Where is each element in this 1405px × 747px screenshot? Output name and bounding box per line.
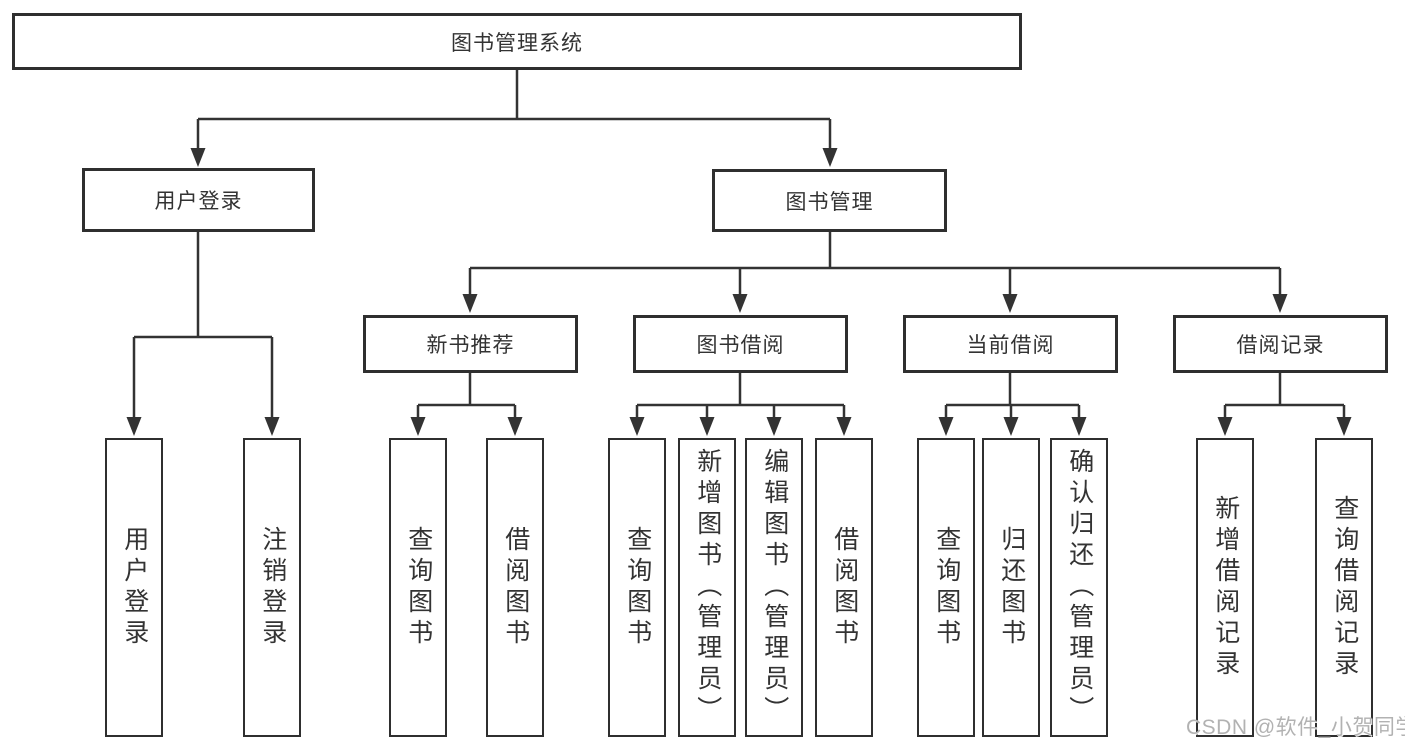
node-book-borrowing: 图书借阅	[633, 315, 848, 373]
node-label: 查询图书	[932, 525, 961, 650]
node-logout: 注销登录	[243, 438, 301, 737]
node-borrow-books: 借阅图书	[815, 438, 873, 737]
node-label: 注销登录	[258, 525, 287, 650]
arrowhead-icon	[1002, 294, 1018, 313]
arrowhead-icon	[1217, 417, 1233, 436]
arrowhead-icon	[126, 417, 142, 436]
node-library-management-system: 图书管理系统	[12, 13, 1022, 70]
node-return-books: 归还图书	[982, 438, 1040, 737]
node-new-book-recommendation: 新书推荐	[363, 315, 578, 373]
node-label: 归还图书	[997, 525, 1026, 650]
node-label: 编辑图书（管理员）	[760, 448, 789, 727]
arrowhead-icon	[938, 417, 954, 436]
csdn-watermark: CSDN @软件_小贺同学	[1186, 716, 1405, 739]
arrowhead-icon	[1272, 294, 1288, 313]
arrowhead-icon	[1003, 417, 1019, 436]
arrowhead-icon	[766, 417, 782, 436]
arrowheads	[126, 148, 1352, 436]
node-book-management: 图书管理	[712, 169, 947, 232]
arrowhead-icon	[836, 417, 852, 436]
node-label: 查询借阅记录	[1330, 494, 1359, 681]
connector-path	[132, 70, 1346, 420]
node-user-login: 用户登录	[105, 438, 163, 737]
node-label: 查询图书	[404, 525, 433, 650]
node-edit-books-admin: 编辑图书（管理员）	[745, 438, 803, 737]
node-label: 借阅图书	[501, 525, 530, 650]
arrowhead-icon	[732, 294, 748, 313]
node-query-books-current: 查询图书	[917, 438, 975, 737]
arrowhead-icon	[462, 294, 478, 313]
arrowhead-icon	[264, 417, 280, 436]
arrowhead-icon	[410, 417, 426, 436]
node-query-books-recommend: 查询图书	[389, 438, 447, 737]
node-query-books-borrowing: 查询图书	[608, 438, 666, 737]
arrowhead-icon	[190, 148, 206, 167]
arrowhead-icon	[1336, 417, 1352, 436]
arrowhead-icon	[699, 417, 715, 436]
node-label: 查询图书	[623, 525, 652, 650]
node-label: 新增图书（管理员）	[693, 448, 722, 727]
arrowhead-icon	[507, 417, 523, 436]
node-borrow-books-recommend: 借阅图书	[486, 438, 544, 737]
arrowhead-icon	[822, 148, 838, 167]
node-user-login-branch: 用户登录	[82, 168, 315, 232]
node-borrowing-records: 借阅记录	[1173, 315, 1388, 373]
node-label: 新增借阅记录	[1211, 494, 1240, 681]
node-current-borrowing: 当前借阅	[903, 315, 1118, 373]
node-confirm-return-admin: 确认归还（管理员）	[1050, 438, 1108, 737]
node-add-borrow-record: 新增借阅记录	[1196, 438, 1254, 737]
arrowhead-icon	[1071, 417, 1087, 436]
node-add-books-admin: 新增图书（管理员）	[678, 438, 736, 737]
arrowhead-icon	[629, 417, 645, 436]
node-query-borrow-record: 查询借阅记录	[1315, 438, 1373, 737]
node-label: 确认归还（管理员）	[1065, 448, 1094, 727]
node-label: 用户登录	[120, 525, 149, 650]
node-label: 借阅图书	[830, 525, 859, 650]
